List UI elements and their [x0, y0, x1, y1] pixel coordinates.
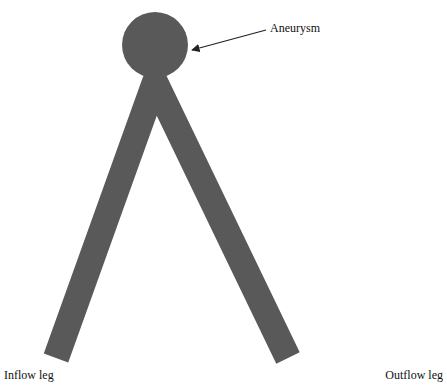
leader-line [192, 30, 266, 50]
inflow-label: Inflow leg [4, 368, 54, 382]
callout-label: Aneurysm [270, 21, 320, 35]
outflow-label: Outflow leg [385, 368, 443, 382]
aneurysm-sac [122, 12, 188, 78]
vessel-legs [56, 82, 288, 358]
